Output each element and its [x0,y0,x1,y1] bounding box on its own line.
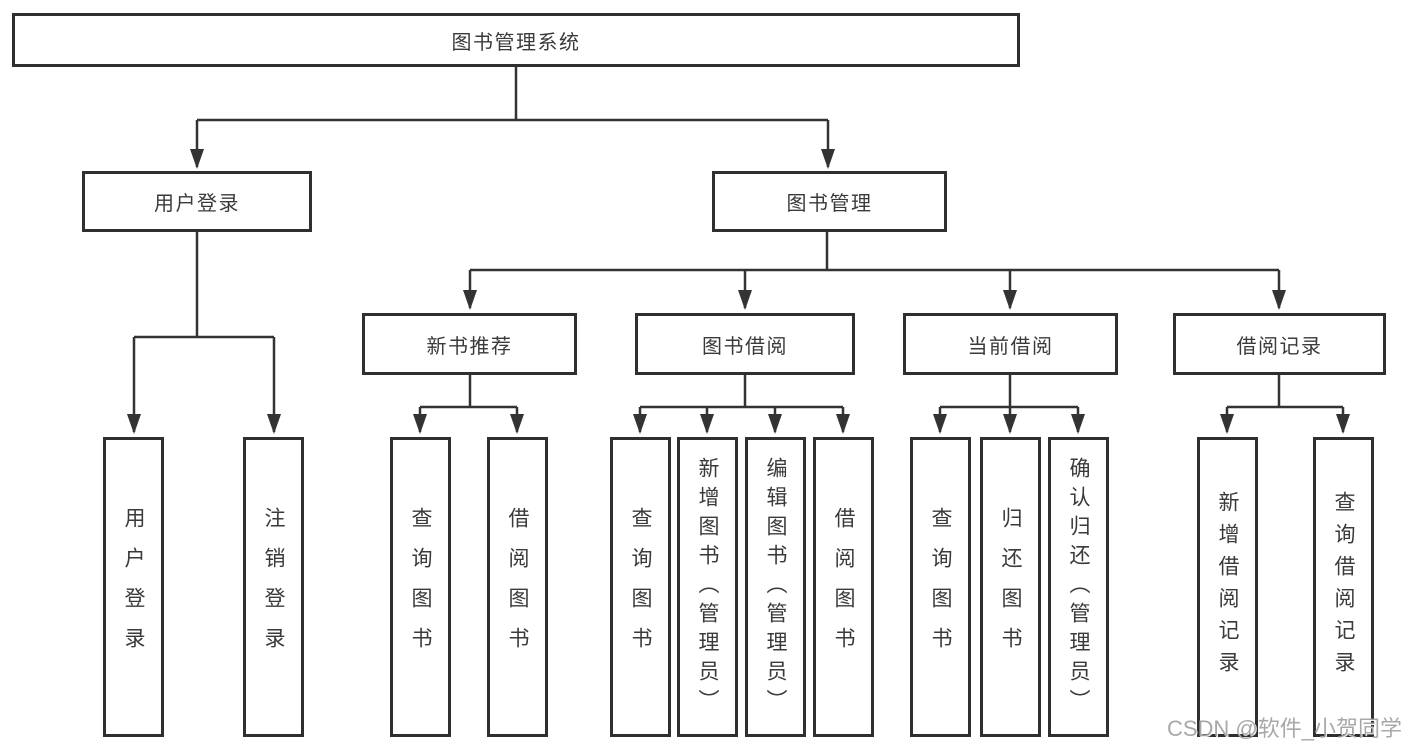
node-label: 查询借阅记录 [1332,491,1355,683]
node-label: 图书管理系统 [451,31,581,54]
node-current-borrow: 当前借阅 [903,313,1118,375]
node-label: 查询图书 [929,507,952,667]
node-borrow-books: 借阅图书 [813,437,874,737]
node-borrow-record: 借阅记录 [1173,313,1386,375]
node-label: 用户登录 [154,193,240,215]
node-user-login: 用户登录 [82,171,312,232]
node-add-borrow-record: 新增借阅记录 [1197,437,1258,737]
node-borrow-books-recommend: 借阅图书 [487,437,548,737]
node-edit-book-admin: 编辑图书（管理员） [745,437,806,737]
node-label: 借阅图书 [506,507,529,667]
node-query-books-borrow: 查询图书 [610,437,671,737]
csdn-watermark: CSDN @软件_小贺同学 [1166,716,1402,741]
node-user-login-leaf: 用户登录 [103,437,164,737]
node-confirm-return-admin: 确认归还（管理员） [1048,437,1109,737]
node-label: 确认归还（管理员） [1067,456,1090,718]
node-query-borrow-record: 查询借阅记录 [1313,437,1374,737]
node-label: 新增图书（管理员） [696,456,719,718]
node-new-book-recommend: 新书推荐 [362,313,577,375]
node-label: 归还图书 [999,507,1022,667]
node-label: 当前借阅 [967,335,1054,358]
node-label: 注销登录 [262,507,285,667]
node-label: 新书推荐 [426,335,513,358]
node-query-books-current: 查询图书 [910,437,971,737]
node-return-book: 归还图书 [980,437,1041,737]
node-label: 用户登录 [122,507,145,667]
node-add-book-admin: 新增图书（管理员） [677,437,738,737]
node-label: 查询图书 [409,507,432,667]
node-label: 图书借阅 [702,335,788,358]
node-label: 查询图书 [629,507,652,667]
node-logout: 注销登录 [243,437,304,737]
node-query-books-recommend: 查询图书 [390,437,451,737]
node-book-borrow: 图书借阅 [635,313,855,375]
node-book-management: 图书管理 [712,171,947,232]
node-label: 借阅记录 [1236,335,1323,358]
node-label: 图书管理 [786,193,873,215]
node-label: 编辑图书（管理员） [764,456,787,718]
node-label: 新增借阅记录 [1216,491,1239,683]
node-label: 借阅图书 [832,507,855,667]
node-root: 图书管理系统 [12,13,1020,67]
